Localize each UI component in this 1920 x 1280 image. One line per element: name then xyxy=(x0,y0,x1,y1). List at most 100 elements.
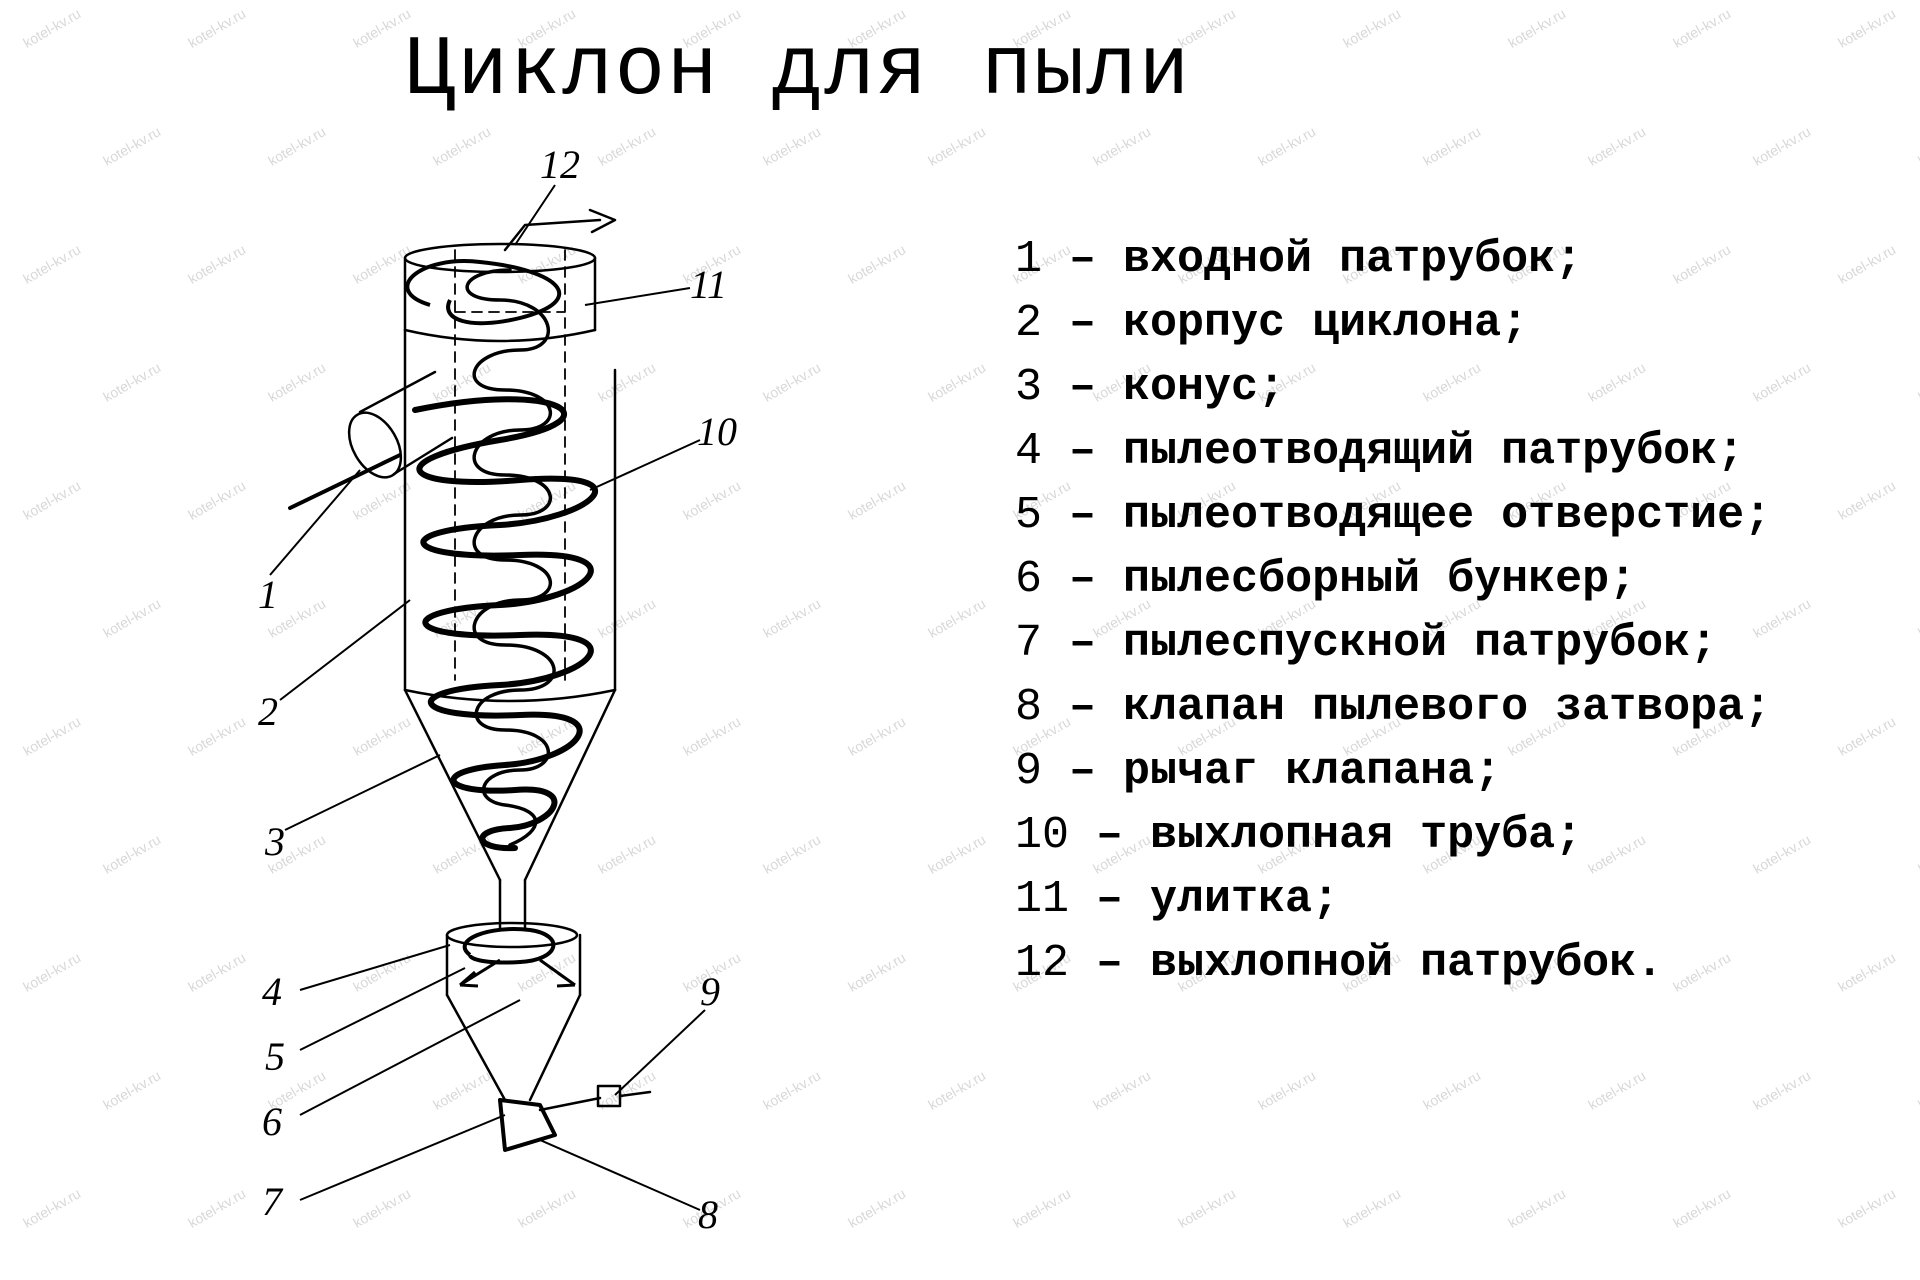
leader-line-6 xyxy=(299,999,521,1116)
inner-spiral xyxy=(465,268,556,847)
watermark-text: kotel-kv.ru xyxy=(1835,949,1899,995)
legend-item-number: 10 xyxy=(1015,810,1070,861)
leader-line-3 xyxy=(284,754,441,831)
legend-item-text: – выхлопной патрубок. xyxy=(1096,938,1664,989)
watermark-text: kotel-kv.ru xyxy=(1340,1185,1404,1231)
legend-item-number: 5 xyxy=(1015,490,1043,541)
legend-item-number: 9 xyxy=(1015,746,1043,797)
callout-8: 8 xyxy=(698,1192,718,1237)
legend-item: 5 – пылеотводящее отверстие; xyxy=(1015,484,1771,548)
legend-item: 9 – рычаг клапана; xyxy=(1015,740,1771,804)
watermark-text: kotel-kv.ru xyxy=(1915,831,1920,877)
watermark-text: kotel-kv.ru xyxy=(1915,123,1920,169)
leader-line-10 xyxy=(589,439,701,491)
outlet-arrow xyxy=(503,208,617,252)
watermark-text: kotel-kv.ru xyxy=(1835,1185,1899,1231)
legend-item: 8 – клапан пылевого затвора; xyxy=(1015,676,1771,740)
watermark-text: kotel-kv.ru xyxy=(1505,5,1569,51)
leader-line-2 xyxy=(279,599,411,701)
callout-7: 7 xyxy=(262,1179,284,1224)
legend-item: 11 – улитка; xyxy=(1015,868,1771,932)
watermark-text: kotel-kv.ru xyxy=(1175,1185,1239,1231)
page-title: Циклон для пыли xyxy=(405,24,1192,119)
callout-12: 12 xyxy=(540,142,580,187)
dust-arrow-right xyxy=(539,958,576,988)
cyclone-diagram: 1 2 3 4 5 6 7 8 9 10 11 12 xyxy=(258,142,737,1237)
outer-spiral xyxy=(412,396,598,852)
legend-item-text: – корпус циклона; xyxy=(1069,298,1529,349)
exhaust-pipe xyxy=(454,249,566,681)
watermark-text: kotel-kv.ru xyxy=(1835,713,1899,759)
watermark-text: kotel-kv.ru xyxy=(1585,123,1649,169)
watermark-text: kotel-kv.ru xyxy=(1915,1067,1920,1113)
watermark-text: kotel-kv.ru xyxy=(1915,359,1920,405)
watermark-text: kotel-kv.ru xyxy=(1750,1067,1814,1113)
snail-housing xyxy=(403,242,597,343)
callout-6: 6 xyxy=(262,1099,282,1144)
watermark-text: kotel-kv.ru xyxy=(1340,5,1404,51)
valve xyxy=(498,1084,652,1152)
leader-line-1 xyxy=(269,469,361,576)
callout-1: 1 xyxy=(258,572,278,617)
legend-item-text: – выхлопная труба; xyxy=(1096,810,1583,861)
leader-line-8 xyxy=(539,1139,701,1211)
legend-item-number: 2 xyxy=(1015,298,1043,349)
legend-item-text: – клапан пылевого затвора; xyxy=(1069,682,1772,733)
hopper-swirl xyxy=(462,927,556,965)
legend-item-number: 3 xyxy=(1015,362,1043,413)
legend-item: 10 – выхлопная труба; xyxy=(1015,804,1771,868)
watermark-text: kotel-kv.ru xyxy=(1915,595,1920,641)
legend-item-number: 4 xyxy=(1015,426,1043,477)
legend-item-number: 11 xyxy=(1015,874,1070,925)
callout-2: 2 xyxy=(258,689,278,734)
legend-item-text: – рычаг клапана; xyxy=(1069,746,1502,797)
watermark-text: kotel-kv.ru xyxy=(1010,1185,1074,1231)
leader-line-12 xyxy=(514,184,556,246)
watermark-text: kotel-kv.ru xyxy=(1670,5,1734,51)
legend-item-number: 1 xyxy=(1015,234,1043,285)
legend-item-text: – входной патрубок; xyxy=(1069,234,1583,285)
legend-item: 1 – входной патрубок; xyxy=(1015,228,1771,292)
watermark-text: kotel-kv.ru xyxy=(1835,477,1899,523)
leader-line-9 xyxy=(614,1009,706,1096)
legend-item-number: 7 xyxy=(1015,618,1043,669)
legend-item-number: 8 xyxy=(1015,682,1043,733)
watermark-text: kotel-kv.ru xyxy=(1505,1185,1569,1231)
dust-arrow-left xyxy=(459,958,501,988)
watermark-text: kotel-kv.ru xyxy=(1420,1067,1484,1113)
callout-10: 10 xyxy=(697,409,737,454)
watermark-text: kotel-kv.ru xyxy=(1585,1067,1649,1113)
legend-item-text: – улитка; xyxy=(1096,874,1340,925)
watermark-text: kotel-kv.ru xyxy=(1420,123,1484,169)
watermark-text: kotel-kv.ru xyxy=(1835,5,1899,51)
legend-item: 2 – корпус циклона; xyxy=(1015,292,1771,356)
watermark-text: kotel-kv.ru xyxy=(1090,1067,1154,1113)
legend-item-text: – конус; xyxy=(1069,362,1286,413)
cyclone-body xyxy=(403,328,617,703)
legend-item: 3 – конус; xyxy=(1015,356,1771,420)
legend-item-number: 12 xyxy=(1015,938,1070,989)
snail-swirl xyxy=(405,259,562,326)
watermark-text: kotel-kv.ru xyxy=(1835,241,1899,287)
legend-item-text: – пылеотводящее отверстие; xyxy=(1069,490,1772,541)
inlet-pipe xyxy=(288,370,454,510)
dust-outlet-pipe xyxy=(498,878,527,932)
legend-item: 12 – выхлопной патрубок. xyxy=(1015,932,1771,996)
watermark-text: kotel-kv.ru xyxy=(1090,123,1154,169)
legend-list: 1 – входной патрубок;2 – корпус циклона;… xyxy=(1015,228,1771,996)
watermark-text: kotel-kv.ru xyxy=(1670,1185,1734,1231)
callout-5: 5 xyxy=(265,1034,285,1079)
callout-4: 4 xyxy=(262,969,282,1014)
watermark-text: kotel-kv.ru xyxy=(1255,1067,1319,1113)
leader-line-4 xyxy=(299,944,451,991)
legend-item-text: – пылеотводящий патрубок; xyxy=(1069,426,1745,477)
leader-line-5 xyxy=(299,967,466,1051)
legend-item-text: – пылеспускной патрубок; xyxy=(1069,618,1718,669)
cyclone-cone xyxy=(403,688,617,882)
legend-item: 6 – пылесборный бункер; xyxy=(1015,548,1771,612)
legend-item: 4 – пылеотводящий патрубок; xyxy=(1015,420,1771,484)
callout-11: 11 xyxy=(690,262,727,307)
legend-item: 7 – пылеспускной патрубок; xyxy=(1015,612,1771,676)
callout-9: 9 xyxy=(700,969,720,1014)
leader-line-11 xyxy=(584,287,691,306)
